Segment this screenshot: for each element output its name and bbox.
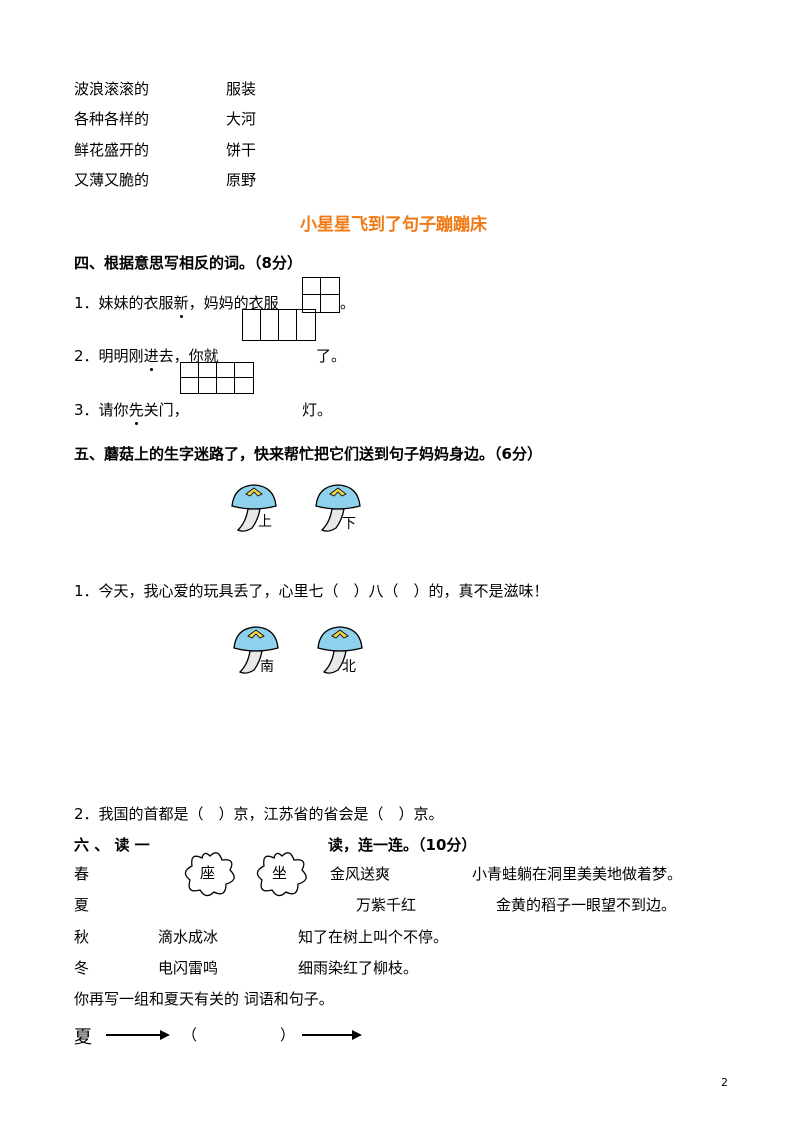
q4-item-1-writing-grid[interactable]	[302, 277, 340, 313]
q5-sentence-1: 1．今天，我心爱的玩具丢了，心里七（ ）八（ ）的，真不是滋味！	[74, 582, 549, 600]
q4-item-3-writing-grid[interactable]	[180, 362, 254, 394]
arrow-head-1	[160, 1030, 170, 1040]
word-2: 万紫千红	[356, 896, 417, 914]
q4-item-2-writing-grid[interactable]	[242, 309, 316, 341]
sentence-4: 细雨染红了柳枝。	[298, 959, 419, 977]
q4-item-3-num: 3．	[74, 401, 99, 419]
q4-item-1-num: 1．	[74, 294, 99, 312]
arrow-head-2	[352, 1030, 362, 1040]
word-1: 金风送爽	[330, 865, 391, 883]
mushroom-icon	[315, 484, 361, 532]
mushroom-char-4: 北	[342, 659, 356, 675]
season-summer: 夏	[74, 896, 90, 914]
answer-blank[interactable]	[200, 1022, 276, 1044]
q4-item-1-before: 妹妹的衣服	[98, 294, 174, 312]
write-prompt: 你再写一组和夏天有关的 词语和句子。	[74, 990, 334, 1008]
answer-paren-open: （	[182, 1026, 198, 1044]
word-4: 电闪雷鸣	[158, 959, 219, 977]
q4-item-2-before: 明明刚	[98, 347, 144, 365]
sentence-2: 金黄的稻子一眼望不到边。	[496, 896, 677, 914]
q4-item-2-num: 2．	[74, 347, 99, 365]
flower-char-2: 坐	[272, 864, 288, 882]
mushroom-icon	[317, 626, 363, 674]
mushroom-char-3: 南	[260, 659, 274, 675]
mushroom-char-1: 上	[258, 514, 272, 530]
word-3: 滴水成冰	[158, 928, 219, 946]
flower-icon	[184, 852, 235, 897]
page-number: 2	[721, 1076, 728, 1089]
right-word-2: 大河	[226, 110, 257, 128]
q5-sentence-2: 2．我国的首都是（ ）京，江苏省的省会是（ ）京。	[74, 805, 444, 823]
q4-item-3-dot-char: 先	[128, 401, 144, 419]
right-word-4: 原野	[226, 171, 257, 189]
q4-item-1-end: 。	[340, 294, 356, 312]
left-word-2: 各种各样的	[74, 110, 150, 128]
q4-item-1-dot-char: 新	[173, 294, 189, 312]
season-autumn: 秋	[74, 928, 90, 946]
right-word-3: 饼干	[226, 141, 257, 159]
arrow-line-2	[302, 1034, 354, 1036]
sentence-1: 小青蛙躺在洞里美美地做着梦。	[472, 865, 683, 883]
q4-item-3-after: 关门，	[143, 401, 189, 419]
right-word-1: 服装	[226, 80, 257, 98]
left-word-1: 波浪滚滚的	[74, 80, 150, 98]
flower-icon	[256, 852, 307, 897]
q4-item-3: 3．请你先关门，	[74, 399, 189, 420]
q4-item-2: 2．明明刚进去，你就	[74, 345, 219, 366]
q4-item-2-dot-char: 进	[143, 347, 159, 365]
arrow-line-1	[106, 1034, 162, 1036]
answer-paren-close: ）	[280, 1026, 296, 1044]
q4-heading: 四、根据意思写相反的词。（8分）	[74, 254, 302, 272]
q4-item-1: 1．妹妹的衣服新，妈妈的衣服	[74, 292, 279, 313]
mushroom-icon	[233, 626, 279, 674]
left-word-4: 又薄又脆的	[74, 171, 150, 189]
q6-heading-b: 读，连一连。（10分）	[328, 836, 477, 854]
q4-item-3-before: 请你	[98, 401, 129, 419]
write-season: 夏	[74, 1027, 92, 1048]
flower-char-1: 座	[200, 864, 216, 882]
q4-item-2-end: 了。	[316, 347, 347, 365]
q5-heading: 五、蘑菇上的生字迷路了，快来帮忙把它们送到句子妈妈身边。（6分）	[74, 445, 542, 463]
mushroom-icon	[231, 484, 277, 532]
q4-item-1-after: ，妈妈的衣服	[188, 294, 279, 312]
q4-item-2-after: 去，你就	[158, 347, 219, 365]
mushroom-char-2: 下	[342, 516, 356, 532]
q6-heading-a: 六 、 读 一	[74, 836, 150, 854]
sentence-3: 知了在树上叫个不停。	[298, 928, 449, 946]
left-word-3: 鲜花盛开的	[74, 141, 150, 159]
q4-item-3-end: 灯。	[302, 401, 333, 419]
section-title: 小星星飞到了句子蹦蹦床	[300, 215, 487, 235]
season-winter: 冬	[74, 959, 90, 977]
season-spring: 春	[74, 865, 90, 883]
